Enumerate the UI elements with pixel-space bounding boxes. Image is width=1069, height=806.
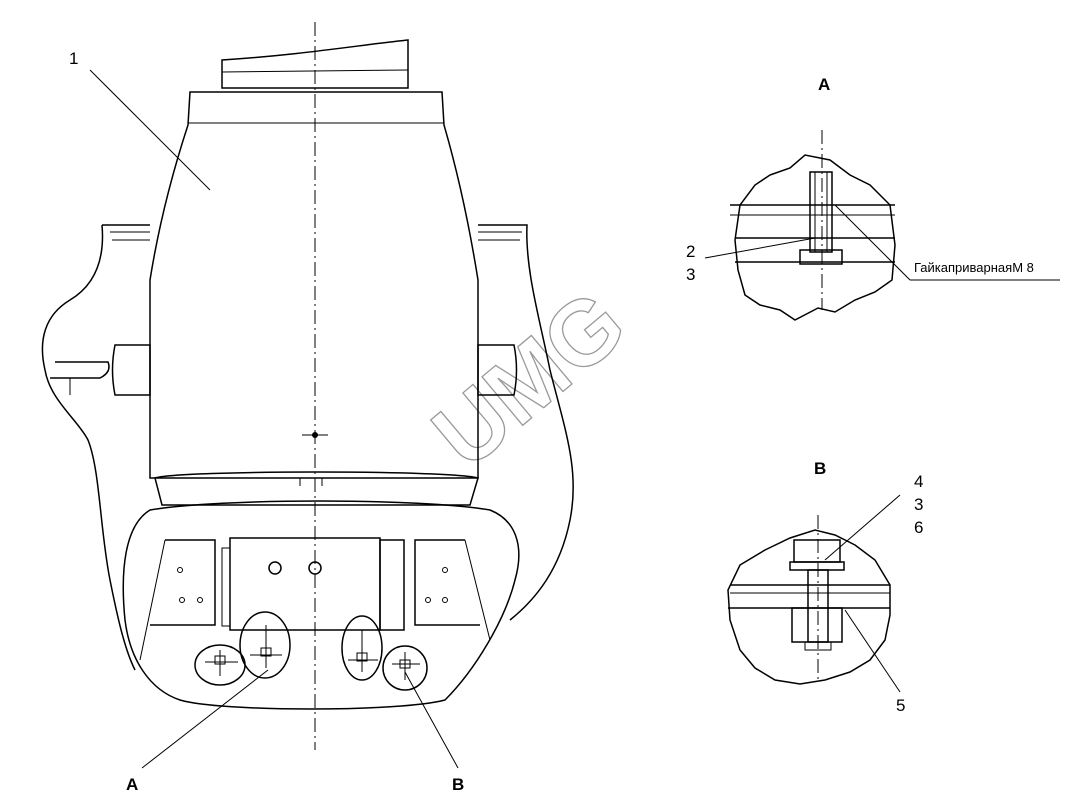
nut-b [793, 539, 841, 563]
rail-left-slope [139, 539, 166, 661]
frame-left-detail [110, 231, 150, 241]
washer-b [789, 561, 845, 571]
rail-hole [442, 597, 448, 603]
detail-circle-mid [341, 615, 383, 681]
detail-circle-b [382, 645, 428, 691]
label-4: 4 [914, 472, 923, 491]
armrest-right [477, 344, 518, 396]
leader-2 [704, 237, 816, 259]
hole-1 [268, 561, 282, 575]
label-5: 5 [896, 696, 905, 715]
center-block-side [379, 539, 405, 631]
frame-right [478, 224, 574, 621]
label-3b: 3 [914, 495, 923, 514]
frame-left [41, 224, 150, 671]
watermark: UMG [414, 271, 645, 488]
frame-right-detail [478, 231, 522, 241]
rail-right-slope [464, 539, 491, 641]
detail-a: A 2 3 ГайкаприварнаяМ 8 [686, 75, 1060, 321]
center-block-left [221, 547, 231, 627]
rail-right [414, 539, 480, 626]
rail-hole [197, 597, 203, 603]
detail-b-title: B [814, 459, 826, 478]
armrest-left [111, 344, 151, 396]
nut-a [799, 249, 843, 265]
label-2: 2 [686, 242, 695, 261]
label-3: 3 [686, 265, 695, 284]
detail-a-breakout [734, 154, 896, 321]
detail-b: B 4 3 6 5 [727, 459, 923, 715]
leader-note [834, 204, 911, 281]
callout-b: B [452, 775, 464, 794]
seat-backrest [149, 91, 479, 479]
bolts-sketch [205, 625, 420, 680]
rail-left [150, 539, 216, 626]
spacer-b [791, 607, 843, 643]
bolt-b-end [804, 641, 832, 651]
rail-hole [442, 567, 448, 573]
leader-b [404, 671, 459, 769]
callout-a: A [126, 775, 138, 794]
callout-1: 1 [69, 49, 78, 68]
label-6: 6 [914, 518, 923, 537]
detail-circle-a [239, 611, 291, 679]
seat-cushion [154, 471, 479, 506]
left-bracket [50, 361, 110, 379]
headrest-line [221, 69, 409, 73]
rail-hole [179, 597, 185, 603]
leader-1 [89, 69, 211, 191]
leader-4 [824, 494, 901, 561]
detail-a-title: A [818, 75, 830, 94]
svg-text:UMG: UMG [414, 271, 644, 487]
main-view: 1 A B [41, 22, 574, 794]
hole-2 [308, 561, 322, 575]
rail-hole [425, 597, 431, 603]
suspension-base [122, 500, 520, 710]
leader-a [141, 669, 269, 769]
leader-5 [844, 609, 901, 693]
headrest [221, 39, 409, 89]
leader-note-text: ГайкаприварнаяМ 8 [914, 260, 1034, 275]
rail-hole [177, 567, 183, 573]
bolt-a [809, 171, 833, 253]
detail-b-breakout [727, 529, 891, 685]
